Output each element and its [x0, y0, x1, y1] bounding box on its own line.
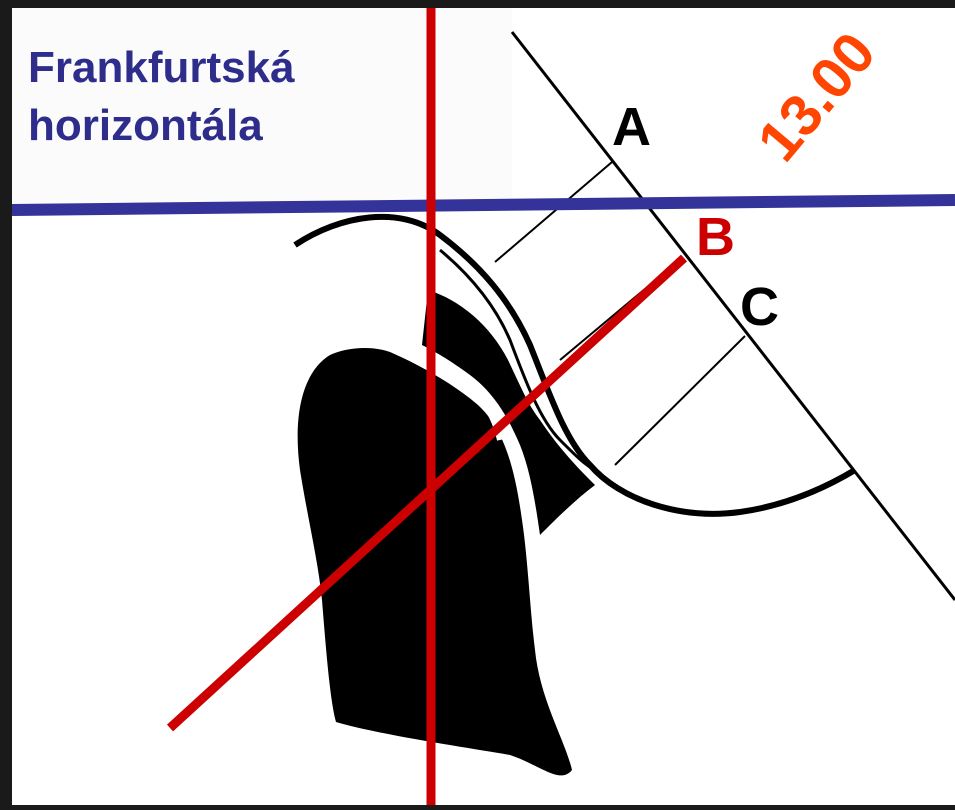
diagonal-red-line — [166, 254, 688, 732]
curve-arc — [293, 213, 857, 517]
label-c: C — [740, 277, 779, 337]
tick-line-a — [494, 161, 613, 263]
diagonal-line — [510, 31, 955, 601]
title-line-2: horizontála — [28, 101, 263, 150]
title-line-1: Frankfurtská — [28, 43, 295, 92]
tick-line-c — [614, 335, 746, 466]
frankfurt-horizontal-line — [11, 194, 955, 216]
label-a: A — [612, 97, 651, 157]
label-b: B — [696, 207, 735, 267]
curve-inner — [439, 248, 596, 472]
